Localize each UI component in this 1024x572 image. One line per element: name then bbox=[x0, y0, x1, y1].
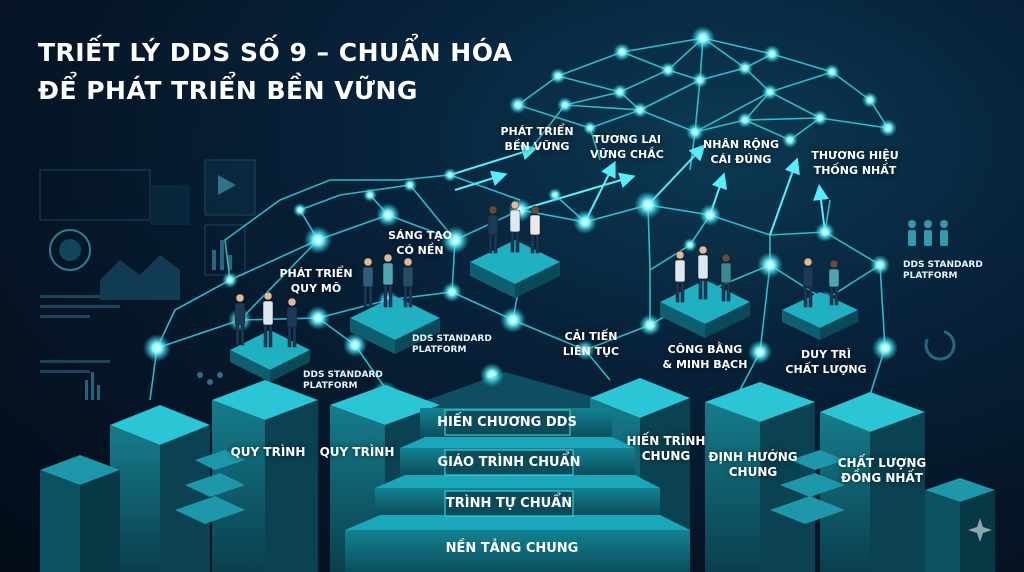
label-dinh-huong-chung: ĐỊNH HƯỚNG CHUNG bbox=[708, 450, 798, 479]
title-line-1: TRIẾT LÝ DDS SỐ 9 – CHUẨN HÓA bbox=[38, 38, 513, 67]
label-thuong-hieu-thong-nhat: THƯƠNG HIỆU THỐNG NHẤT bbox=[811, 149, 899, 177]
stepped-pyramid bbox=[345, 408, 690, 572]
step-trinh-tu-chuan: TRÌNH TỰ CHUẨN bbox=[445, 496, 573, 511]
sparkle-icon bbox=[968, 518, 992, 542]
label-cai-tien-lien-tuc: CẢI TIẾN LIÊN TỤC bbox=[562, 330, 620, 358]
label-platform-left: DDS STANDARD PLATFORM bbox=[303, 370, 383, 391]
label-hien-trinh-chung: HIẾN TRÌNH CHUNG bbox=[626, 434, 706, 463]
page-title: TRIẾT LÝ DDS SỐ 9 – CHUẨN HÓA ĐỂ PHÁT TR… bbox=[38, 34, 513, 110]
business-people bbox=[234, 200, 840, 348]
label-cong-bang-minh-bach: CÔNG BẰNG & MINH BẠCH bbox=[662, 343, 748, 371]
platform-center bbox=[470, 240, 560, 298]
label-platform-right: DDS STANDARD PLATFORM bbox=[903, 260, 983, 281]
label-quy-trinh-2: QUY TRÌNH bbox=[319, 445, 395, 459]
network-nodes bbox=[143, 26, 898, 409]
step-giao-trinh-chuan: GIÁO TRÌNH CHUẨN bbox=[437, 455, 581, 470]
label-nhan-rong-cai-dung: NHÂN RỘNG CÁI ĐÚNG bbox=[702, 138, 780, 166]
step-nen-tang-chung: NỀN TẢNG CHUNG bbox=[445, 541, 579, 556]
label-phat-trien-quy-mo: PHÁT TRIỂN QUY MÔ bbox=[279, 267, 353, 295]
dashboard-decoration bbox=[39, 159, 956, 400]
platform-right bbox=[782, 292, 858, 340]
platform-center-left bbox=[350, 296, 440, 354]
label-tuong-lai-vung-chac: TƯƠNG LAI VỮNG CHẮC bbox=[590, 133, 664, 161]
label-chat-luong-dong-nhat: CHẤT LƯỢNG ĐỒNG NHẤT bbox=[837, 456, 927, 485]
label-sang-tao-co-nen: SÁNG TẠO CÓ NỀN bbox=[388, 229, 452, 257]
label-duy-tri-chat-luong: DUY TRÌ CHẤT LƯỢNG bbox=[785, 348, 867, 376]
title-line-2: ĐỂ PHÁT TRIỂN BỀN VỮNG bbox=[38, 76, 418, 105]
label-platform-center-left: DDS STANDARD PLATFORM bbox=[412, 334, 492, 355]
people-icon bbox=[908, 220, 948, 246]
step-hien-chuong-dds: HIẾN CHƯƠNG DDS bbox=[437, 415, 577, 430]
label-phat-trien-ben-vung: PHÁT TRIỂN BỀN VỮNG bbox=[500, 125, 574, 153]
label-quy-trinh-1: QUY TRÌNH bbox=[230, 445, 306, 459]
